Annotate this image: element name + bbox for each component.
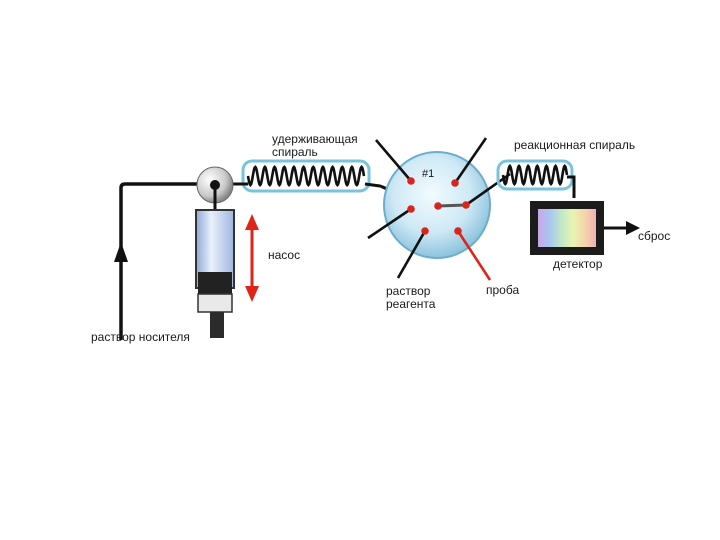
waste-label: сброс (638, 229, 671, 243)
three-way-junction (196, 166, 234, 212)
detector-label: детектор (553, 257, 603, 271)
holding-coil-label: удерживающая спираль (272, 133, 358, 159)
detector (530, 201, 604, 255)
holding-coil-label-line2: спираль (272, 145, 318, 159)
holding-coil-label-line1: удерживающая (272, 132, 358, 146)
holding-coil (225, 159, 371, 193)
reaction-coil-label: реакционная спираль (514, 138, 636, 152)
waste-arrow (604, 221, 640, 235)
pump-arrow (245, 214, 259, 302)
pump-label: насос (268, 248, 301, 262)
carrier-label: раствор носителя (91, 330, 190, 344)
reagent-label-line1: раствор (386, 284, 431, 298)
sample-label: проба (486, 283, 520, 297)
reagent-label: раствор реагента (386, 285, 435, 311)
port-number-label: #1 (422, 168, 435, 180)
reagent-label-line2: реагента (386, 297, 436, 311)
carrier-line (114, 182, 200, 340)
syringe-pump (195, 209, 235, 338)
injection-valve (367, 137, 511, 281)
reaction-coil (496, 159, 576, 198)
